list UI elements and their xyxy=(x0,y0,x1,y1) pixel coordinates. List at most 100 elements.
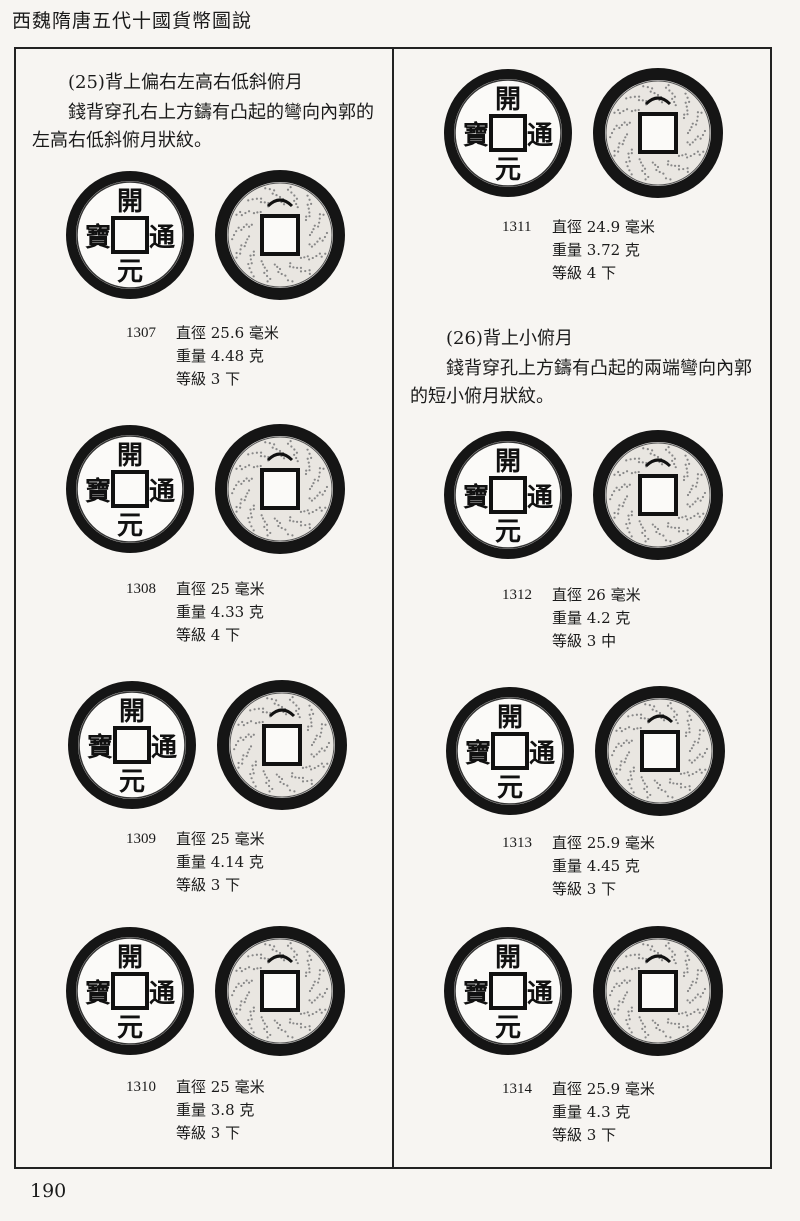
coin-glyph-top: 開 xyxy=(497,703,523,733)
crescent-mark xyxy=(646,714,674,724)
coin-glyph-left: 寶 xyxy=(85,222,111,253)
coin-diameter: 直徑 25 毫米 xyxy=(176,1078,265,1096)
coin-weight: 重量 4.48 克 xyxy=(176,347,264,365)
crescent-mark xyxy=(266,954,294,964)
coin-grade: 等級 4 下 xyxy=(176,626,241,644)
coin-glyph-bottom: 元 xyxy=(117,257,143,287)
coin-rim xyxy=(217,680,347,810)
square-hole xyxy=(260,214,300,256)
coin-diameter: 直徑 25 毫米 xyxy=(176,580,265,598)
coin-glyph-right: 通 xyxy=(527,121,553,151)
coin-diameter: 直徑 26 毫米 xyxy=(552,586,641,604)
coin-glyph-bottom: 元 xyxy=(495,1013,521,1043)
coin-glyph-right: 通 xyxy=(527,483,553,513)
square-hole xyxy=(638,970,678,1012)
section-25-title: (25)背上偏右左高右低斜俯月 xyxy=(68,72,303,93)
coin-weight: 重量 4.33 克 xyxy=(176,603,264,621)
section-26-desc: 錢背穿孔上方鑄有凸起的兩端彎向內郭的短小俯月狀紋。 xyxy=(410,358,752,407)
square-hole xyxy=(111,216,149,254)
square-hole xyxy=(638,112,678,154)
square-hole xyxy=(111,470,149,508)
coin-grade: 等級 3 中 xyxy=(552,632,617,650)
coin-rim xyxy=(66,171,194,299)
crescent-mark xyxy=(266,198,294,208)
coin-glyph-right: 通 xyxy=(527,979,553,1009)
coin-weight: 重量 3.72 克 xyxy=(552,241,640,259)
coin-reverse xyxy=(215,424,345,554)
coin-glyph-top: 開 xyxy=(117,943,143,973)
column-divider xyxy=(392,47,394,1169)
coin-grade: 等級 3 下 xyxy=(176,876,241,894)
crescent-mark xyxy=(268,708,296,718)
coin-reverse xyxy=(593,68,723,198)
coin-rim xyxy=(593,68,723,198)
coin-rim xyxy=(215,170,345,300)
coin-glyph-right: 通 xyxy=(151,733,177,763)
coin-diameter: 直徑 25.6 毫米 xyxy=(176,324,279,342)
coin-rim xyxy=(444,927,572,1055)
square-hole xyxy=(640,730,680,772)
coin-glyph-bottom: 元 xyxy=(117,1013,143,1043)
coin-number: 1312 xyxy=(502,587,532,603)
square-hole xyxy=(113,726,151,764)
square-hole xyxy=(638,474,678,516)
square-hole xyxy=(111,972,149,1010)
square-hole xyxy=(262,724,302,766)
coin-grade: 等級 3 下 xyxy=(552,880,617,898)
coin-weight: 重量 4.3 克 xyxy=(552,1103,631,1121)
coin-reverse xyxy=(593,926,723,1056)
coin-grade: 等級 3 下 xyxy=(176,370,241,388)
coin-rim xyxy=(446,687,574,815)
square-hole xyxy=(491,732,529,770)
coin-reverse xyxy=(215,926,345,1056)
crescent-mark xyxy=(644,954,672,964)
coin-glyph-bottom: 元 xyxy=(119,767,145,797)
coin-glyph-left: 寶 xyxy=(465,738,491,769)
coin-glyph-right: 通 xyxy=(529,739,555,769)
coin-number: 1307 xyxy=(126,325,156,341)
crescent-mark xyxy=(644,458,672,468)
section-26-title: (26)背上小俯月 xyxy=(446,328,573,349)
coin-glyph-right: 通 xyxy=(149,979,175,1009)
coin-grade: 等級 3 下 xyxy=(176,1124,241,1142)
coin-weight: 重量 4.45 克 xyxy=(552,857,640,875)
coin-number: 1313 xyxy=(502,835,532,851)
square-hole xyxy=(260,970,300,1012)
coin-glyph-left: 寶 xyxy=(85,978,111,1009)
coin-number: 1310 xyxy=(126,1079,156,1095)
coin-number: 1309 xyxy=(126,831,156,847)
coin-grade: 等級 3 下 xyxy=(552,1126,617,1144)
coin-rim xyxy=(215,424,345,554)
coin-rim xyxy=(444,69,572,197)
coin-number: 1311 xyxy=(502,219,532,235)
square-hole xyxy=(489,114,527,152)
coin-glyph-top: 開 xyxy=(495,447,521,477)
coin-glyph-top: 開 xyxy=(495,85,521,115)
coin-glyph-top: 開 xyxy=(117,187,143,217)
coin-glyph-bottom: 元 xyxy=(495,517,521,547)
coin-reverse xyxy=(217,680,347,810)
coin-glyph-bottom: 元 xyxy=(497,773,523,803)
coin-glyph-top: 開 xyxy=(495,943,521,973)
coin-diameter: 直徑 25.9 毫米 xyxy=(552,834,655,852)
coin-glyph-left: 寶 xyxy=(463,120,489,151)
coin-rim xyxy=(593,926,723,1056)
coin-grade: 等級 4 下 xyxy=(552,264,617,282)
crescent-mark xyxy=(644,96,672,106)
coin-weight: 重量 4.14 克 xyxy=(176,853,264,871)
coin-number: 1308 xyxy=(126,581,156,597)
coin-glyph-left: 寶 xyxy=(87,732,113,763)
coin-reverse xyxy=(593,430,723,560)
coin-glyph-left: 寶 xyxy=(463,978,489,1009)
coin-glyph-top: 開 xyxy=(117,441,143,471)
coin-diameter: 直徑 25.9 毫米 xyxy=(552,1080,655,1098)
coin-glyph-bottom: 元 xyxy=(117,511,143,541)
coin-glyph-left: 寶 xyxy=(463,482,489,513)
